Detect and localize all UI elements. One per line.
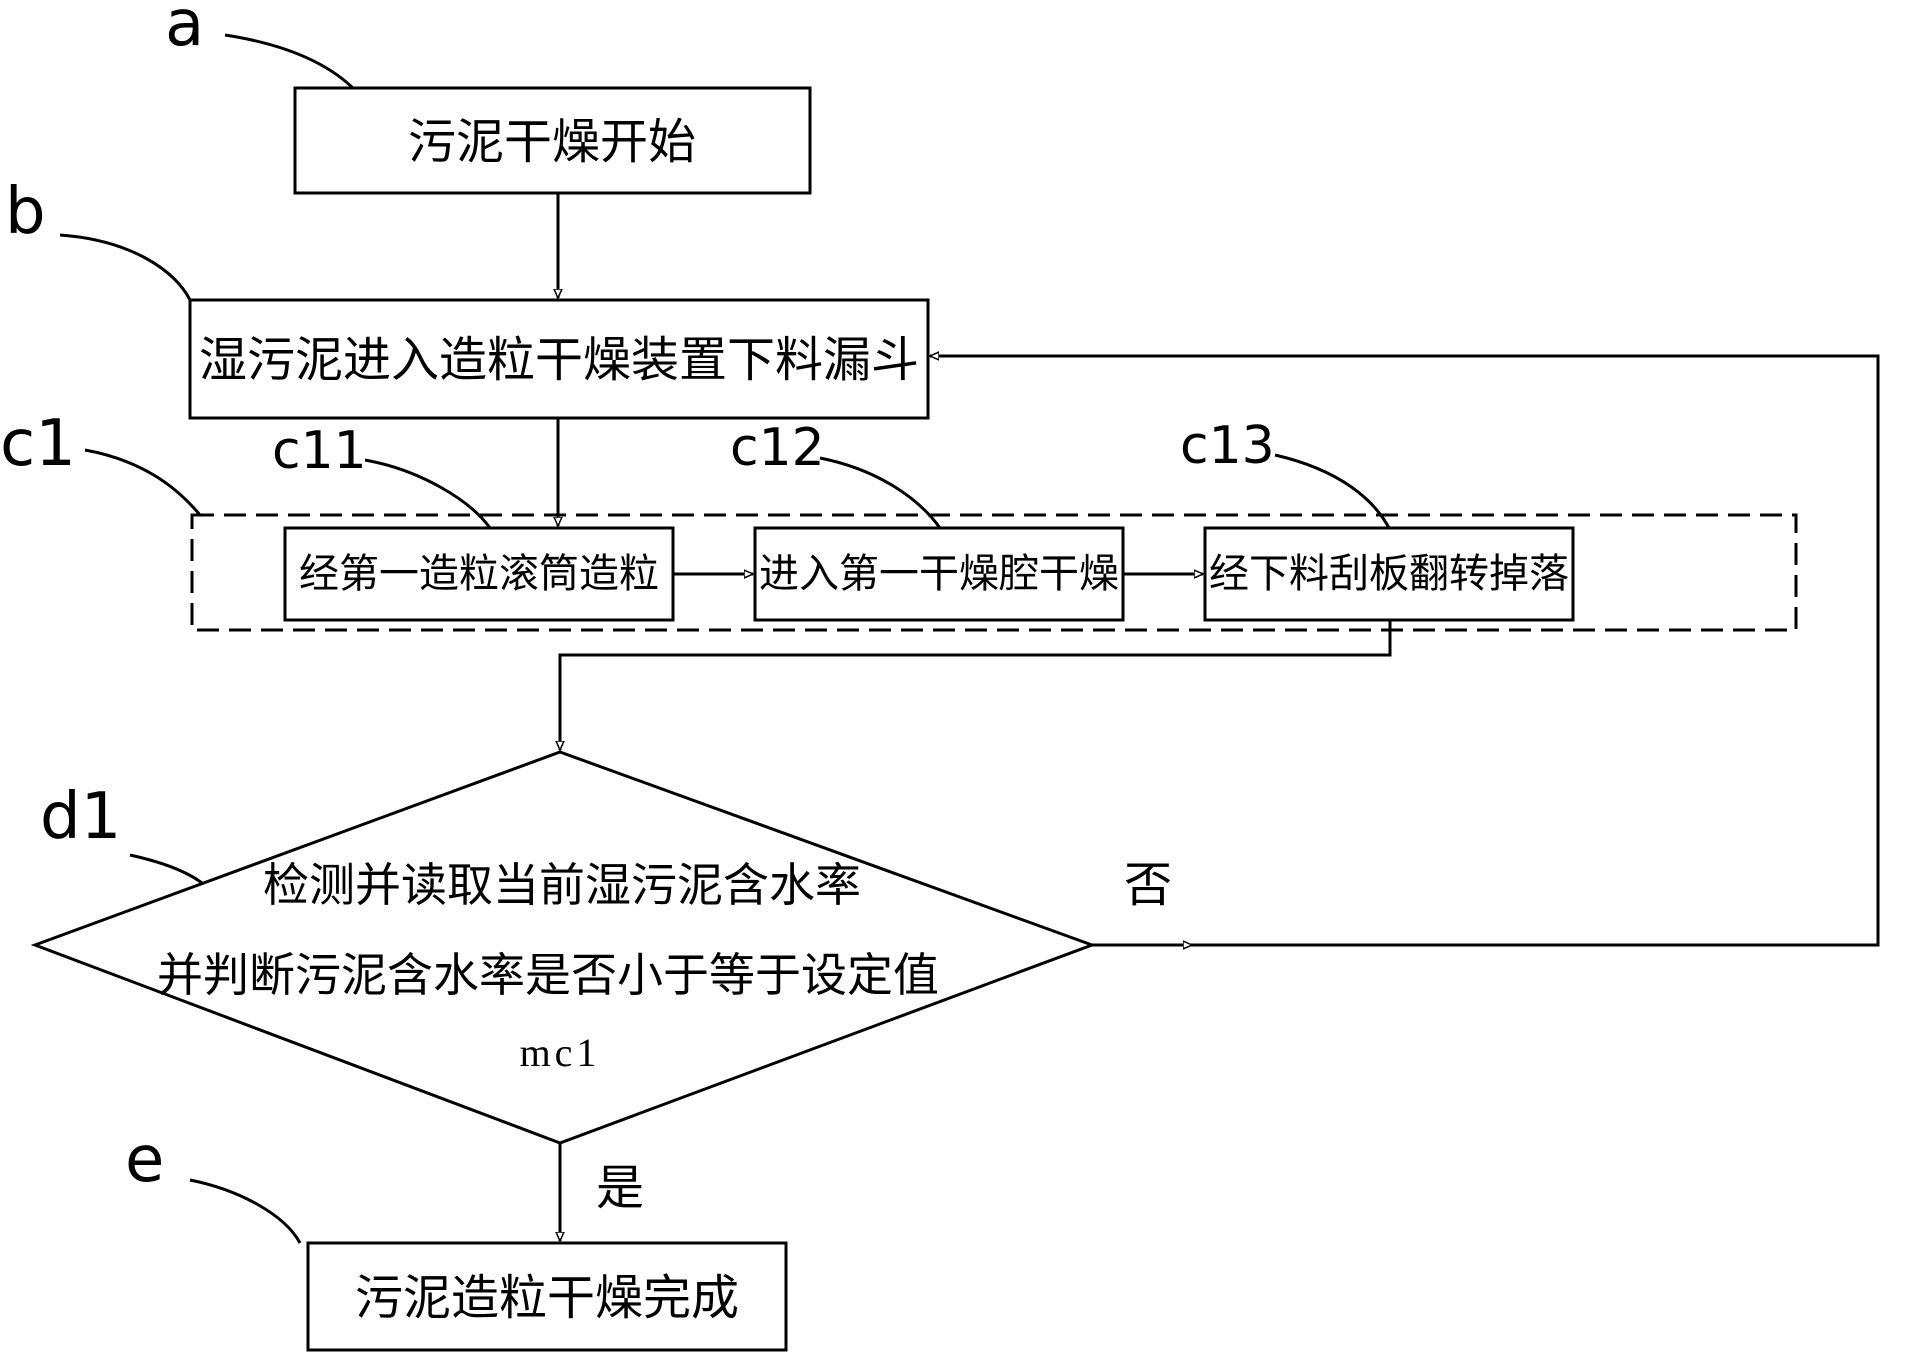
label-a: a xyxy=(165,0,205,61)
label-c11: c11 xyxy=(272,421,367,481)
label-c13: c13 xyxy=(1180,416,1275,476)
label-c1: c1 xyxy=(0,407,76,481)
leader-a xyxy=(224,33,357,92)
box-scraper xyxy=(1203,526,1575,622)
arrow-d1-no-loop xyxy=(930,356,1880,947)
text-start: 污泥干燥开始 xyxy=(407,114,697,170)
text-drying-chamber: 进入第一干燥腔干燥 xyxy=(759,551,1119,597)
leader-e xyxy=(189,1178,302,1244)
leader-c1 xyxy=(84,448,202,516)
text-decision-line2: 并判断污泥含水率是否小于等于设定值 xyxy=(157,948,939,1002)
branch-no-label: 否 xyxy=(1123,857,1173,913)
text-end: 污泥造粒干燥完成 xyxy=(354,1270,740,1326)
text-scraper: 经下料刮板翻转掉落 xyxy=(1209,551,1569,597)
text-hopper: 湿污泥进入造粒干燥装置下料漏斗 xyxy=(198,332,920,388)
label-c12: c12 xyxy=(730,418,825,478)
label-b: b xyxy=(5,175,46,249)
leader-c11 xyxy=(364,458,492,529)
text-decision-line1: 检测并读取当前湿污泥含水率 xyxy=(263,858,861,912)
box-hopper xyxy=(188,298,930,420)
label-e: e xyxy=(125,1123,165,1197)
group-c1-dashed xyxy=(190,513,1798,632)
label-d1: d1 xyxy=(40,780,122,854)
leader-b xyxy=(59,233,192,301)
text-granulation: 经第一造粒滚筒造粒 xyxy=(299,551,659,597)
box-start xyxy=(293,86,812,195)
branch-yes-label: 是 xyxy=(595,1160,645,1216)
text-decision-line3: mc1 xyxy=(519,1030,601,1075)
arrow-c13-to-d1 xyxy=(560,620,1392,750)
box-end xyxy=(306,1241,788,1352)
leader-c13 xyxy=(1274,453,1392,531)
leader-c12 xyxy=(819,456,942,529)
